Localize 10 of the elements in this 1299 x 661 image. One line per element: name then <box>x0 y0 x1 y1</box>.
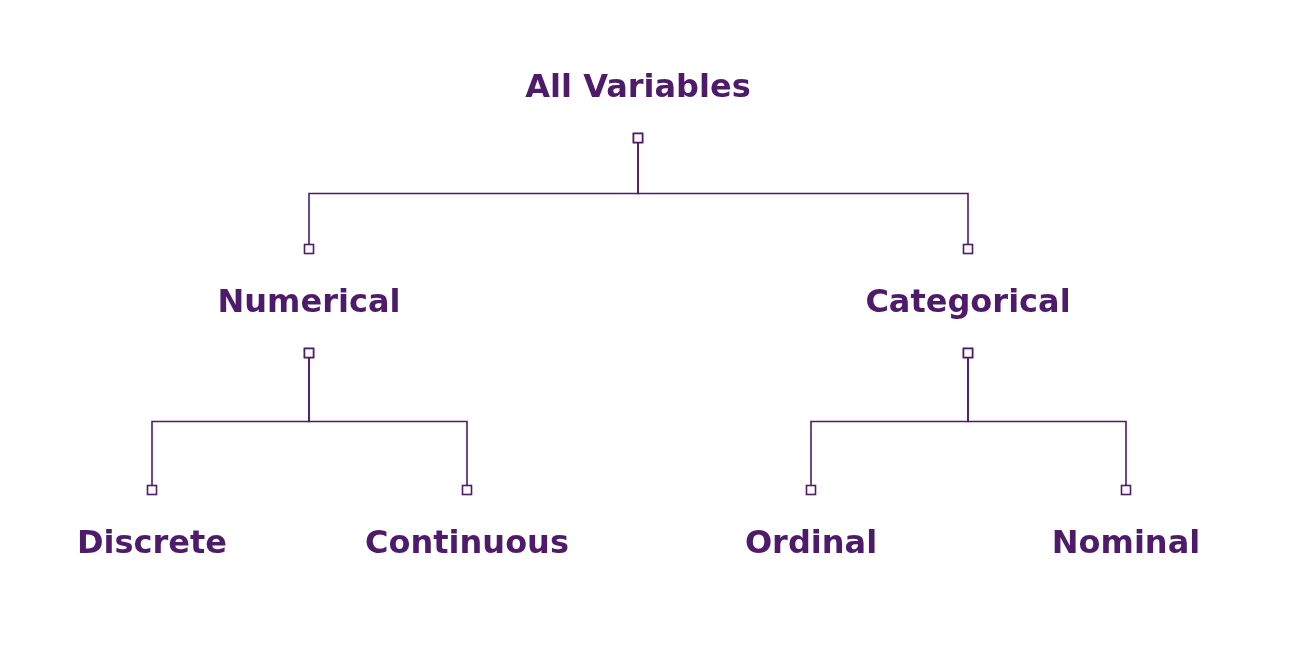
node-label: All Variables <box>521 34 755 138</box>
node-label: Continuous <box>361 490 573 594</box>
connector <box>303 347 473 496</box>
connector <box>962 347 1132 496</box>
node-label: Numerical <box>213 249 405 353</box>
node-label: Ordinal <box>740 490 882 594</box>
node-label: Nominal <box>1047 490 1205 594</box>
node-label: Categorical <box>861 249 1075 353</box>
node-label: Discrete <box>73 490 231 594</box>
connector <box>632 132 974 255</box>
